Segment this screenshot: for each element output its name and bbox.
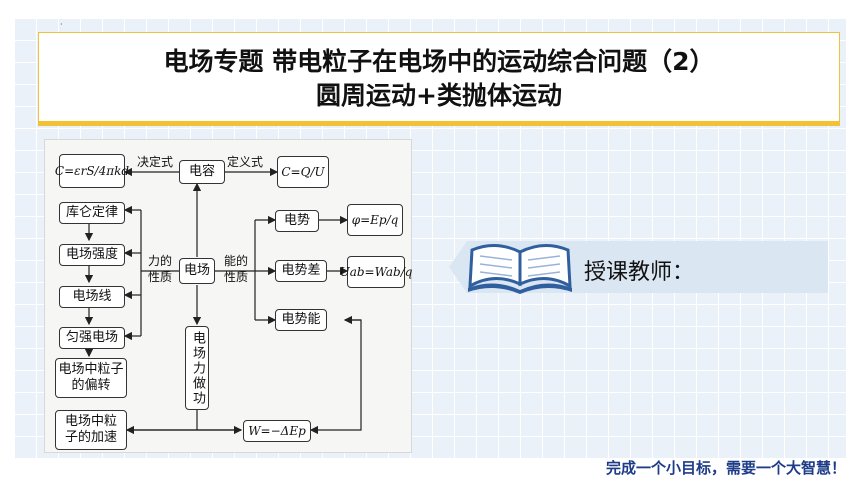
decorative-dot: · [60,20,63,29]
concept-diagram: C=εrS/4πkd 决定式 电容 定义式 C=Q/U 库仑定律 电场强度 电场… [44,139,412,453]
node-electric-field: 电场 [179,258,215,284]
formula-capacitance-determining: C=εrS/4πkd [55,154,129,188]
node-potential: 电势 [275,210,319,232]
node-particle-acceleration-line1: 电场中粒 [64,414,117,429]
node-coulomb-law: 库仑定律 [59,202,125,224]
node-particle-deflection-line2: 的偏转 [71,378,111,393]
node-potential-energy: 电势能 [275,309,327,331]
node-capacitor: 电容 [179,160,225,184]
formula-capacitance-definition: C=Q/U [277,156,329,188]
node-field-line: 电场线 [59,286,125,308]
node-potential-difference: 电势差 [275,260,327,282]
node-particle-deflection-line1: 电场中粒子 [58,362,124,377]
title-line-2: 圆周运动+类抛体运动 [316,81,562,110]
diagram-connectors [84,167,362,435]
slogan: 完成一个小目标，需要一个大智慧！ [605,459,846,477]
teacher-band-arrow [449,241,467,293]
node-uniform-field: 匀强电场 [59,327,125,349]
node-particle-deflection: 电场中粒子 的偏转 [55,358,127,398]
node-particle-acceleration: 电场中粒 子的加速 [55,410,127,450]
label-defining: 定义式 [226,155,263,169]
label-determining: 决定式 [136,155,173,169]
open-book-icon [468,244,572,294]
formula-potential: φ=Ep/q [347,204,403,236]
title-box: 电场专题 带电粒子在电场中的运动综合问题（2） 圆周运动+类抛体运动 [38,32,840,126]
label-force-property: 力的 性质 [147,254,172,284]
title-line-1: 电场专题 带电粒子在电场中的运动综合问题（2） [163,47,715,76]
formula-work-energy: W=−ΔEp [243,420,311,442]
node-field-force-work: 电场力做功 [185,326,209,410]
node-particle-acceleration-line2: 子的加速 [64,430,117,445]
formula-potential-difference: Uab=Wab/q [340,256,412,288]
label-energy-property: 能的 性质 [223,254,248,284]
teacher-label: 授课教师： [584,260,695,285]
node-field-intensity: 电场强度 [59,244,125,266]
